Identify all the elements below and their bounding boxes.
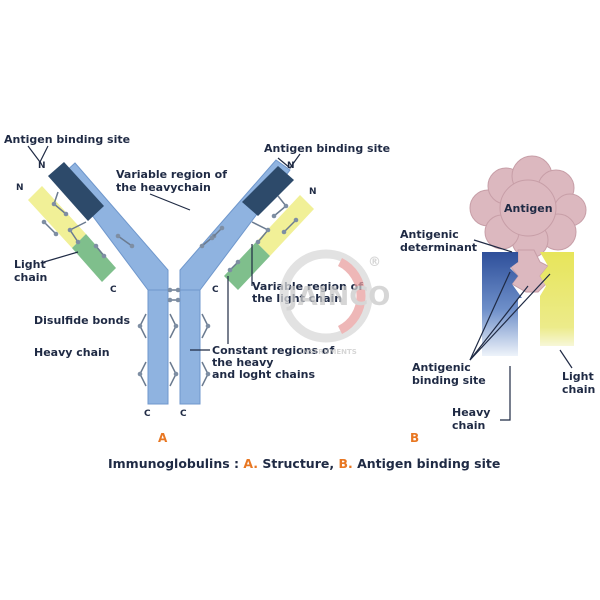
brand-watermark: JAINCO ® INSTRUMENTS	[279, 249, 390, 356]
label-light-chain-b-line2: chain	[562, 383, 595, 396]
label-variable-light-line1: Variable region of	[252, 280, 363, 293]
label-light-chain-line1: Light	[14, 258, 46, 271]
variable-region-heavy-right	[242, 166, 294, 216]
part-letter-a: A	[158, 431, 168, 445]
label-n-left-top: N	[38, 161, 46, 171]
label-light-chain-b-line1: Light	[562, 370, 594, 383]
heavy-chain-block	[482, 252, 522, 356]
label-constant-regions-line2: the heavy	[212, 356, 273, 369]
label-constant-regions-line1: Constant regions of	[212, 344, 334, 357]
caption-a-text: Structure,	[258, 456, 338, 471]
label-c-bottom-2: C	[180, 409, 187, 419]
watermark-tagline: INSTRUMENTS	[300, 348, 357, 356]
label-variable-light-line2: the light chain	[252, 292, 342, 305]
leader-lines-a	[27, 145, 301, 351]
label-heavy-chain-b-line2: chain	[452, 419, 485, 432]
label-n-left-bottom: N	[16, 183, 24, 193]
label-disulfide-bonds: Disulfide bonds	[34, 314, 131, 327]
caption-b-letter: B.	[338, 456, 352, 471]
variable-region-heavy-left	[48, 162, 104, 221]
label-variable-heavy-line1: Variable region of	[116, 168, 227, 181]
antigen-cloud	[469, 155, 587, 259]
part-letter-b: B	[410, 431, 419, 445]
heavy-chain-stem-left	[147, 281, 169, 405]
constant-region-light-left	[72, 234, 116, 282]
label-n-right-top: N	[287, 161, 295, 171]
antibody-structure-diagram: Antigen binding site Antigen binding sit…	[4, 133, 390, 445]
label-n-right-bottom: N	[309, 187, 317, 197]
constant-region-light-right	[224, 242, 270, 290]
figure-caption: Immunoglobulins : A. Structure, B. Antig…	[108, 456, 500, 471]
label-antigenic-binding-site-line1: Antigenic	[412, 361, 471, 374]
disulfide-bonds-arms	[41, 191, 299, 273]
label-constant-regions-line3: and loght chains	[212, 368, 315, 381]
label-antigen: Antigen	[504, 202, 553, 215]
watermark-registered: ®	[368, 255, 381, 270]
disulfide-bonds-stem	[137, 287, 211, 387]
variable-region-light-right	[256, 195, 314, 256]
caption-prefix: Immunoglobulins :	[108, 456, 243, 471]
label-heavy-chain: Heavy chain	[34, 346, 110, 359]
caption-a-letter: A.	[243, 456, 258, 471]
label-c-bottom-1: C	[144, 409, 151, 419]
label-antigenic-binding-site-line2: binding site	[412, 374, 486, 387]
label-antigenic-determinant-line1: Antigenic	[400, 228, 459, 241]
watermark-brand: JAINCO	[286, 282, 390, 312]
label-variable-heavy-line2: the heavychain	[116, 181, 211, 194]
leader-lines-b	[469, 239, 573, 421]
label-heavy-chain-b-line1: Heavy	[452, 406, 490, 419]
label-light-chain-line2: chain	[14, 271, 47, 284]
label-antigen-binding-site-right: Antigen binding site	[264, 142, 390, 155]
caption-b-text: Antigen binding site	[353, 456, 501, 471]
label-antigen-binding-site-left: Antigen binding site	[4, 133, 130, 146]
antigen-binding-site-diagram: Antigen Antigenic determinant Antigenic …	[400, 155, 595, 445]
label-c-left: C	[110, 285, 117, 295]
label-c-right: C	[212, 285, 219, 295]
heavy-chain-stem-right	[179, 281, 201, 405]
label-antigenic-determinant-line2: determinant	[400, 241, 477, 254]
